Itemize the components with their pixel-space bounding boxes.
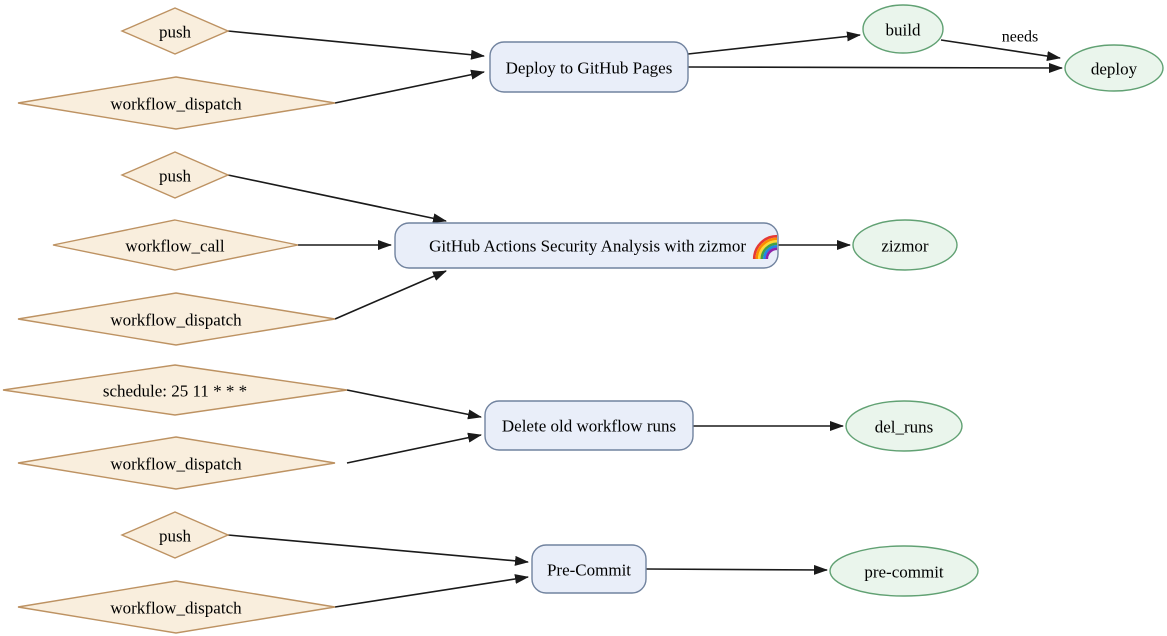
- cluster-pre-commit: push workflow_dispatch Pre-Commit pre-co…: [17, 511, 979, 634]
- workflow-precommit-shape: [531, 544, 647, 594]
- trigger-workflow-dispatch-label: workflow_dispatch: [110, 311, 242, 330]
- edges: [227, 30, 1063, 608]
- edge-label-needs: needs: [1002, 29, 1038, 46]
- job-precommit-shape: [829, 545, 979, 597]
- trigger-push-label: push: [159, 527, 192, 546]
- edge-c3-dispatch-to-workflow: [334, 574, 529, 608]
- trigger-workflow-dispatch-shape: [17, 292, 336, 346]
- workflow-precommit-label: Pre-Commit: [547, 561, 631, 580]
- edge-c1-dispatch-to-workflow: [334, 270, 447, 320]
- job-build-shape: [862, 4, 944, 54]
- job-precommit-label: pre-commit: [864, 563, 944, 582]
- workflow-delete-runs-label: Delete old workflow runs: [502, 417, 676, 436]
- rainbow-arc-green: [760, 242, 778, 260]
- trigger-workflow-dispatch-shape: [17, 436, 336, 490]
- rainbow-arc-purple: [765, 247, 778, 260]
- trigger-workflow-dispatch-shape: [17, 580, 336, 634]
- edge-c0-workflow-to-build: [687, 31, 861, 55]
- workflow-deploy-pages-label: Deploy to GitHub Pages: [506, 59, 673, 78]
- trigger-schedule-shape: [2, 364, 348, 416]
- workflow-zizmor-analysis-label: GitHub Actions Security Analysis with zi…: [429, 237, 746, 256]
- job-delruns-label: del_runs: [875, 418, 934, 437]
- rainbow-icon: [752, 234, 778, 260]
- trigger-push-label: push: [159, 23, 192, 42]
- trigger-push-label: push: [159, 167, 192, 186]
- edge-c0-build-to-deploy: [940, 39, 1061, 61]
- trigger-push-shape: [120, 7, 230, 55]
- trigger-workflow-call-shape: [52, 219, 299, 271]
- job-delruns-shape: [845, 400, 963, 452]
- job-build-label: build: [886, 21, 921, 40]
- edge-c1-push-to-workflow: [227, 174, 447, 224]
- trigger-schedule-label: schedule: 25 11 * * *: [103, 382, 247, 401]
- rainbow-arc-red: [752, 234, 778, 260]
- trigger-workflow-dispatch-label: workflow_dispatch: [110, 599, 242, 618]
- workflow-zizmor-analysis-shape: [394, 222, 779, 269]
- cluster-zizmor: push workflow_call workflow_dispatch Git…: [17, 151, 958, 346]
- job-deploy-shape: [1064, 44, 1164, 92]
- job-deploy-label: deploy: [1091, 60, 1138, 79]
- job-zizmor-label: zizmor: [881, 237, 929, 256]
- workflow-deploy-pages-shape: [489, 41, 689, 93]
- edge-c3-workflow-to-precommit: [645, 564, 828, 575]
- job-zizmor-shape: [852, 219, 958, 271]
- rainbow-arc-blue: [763, 245, 778, 260]
- edge-c0-dispatch-to-workflow: [334, 69, 485, 104]
- trigger-push-shape: [120, 511, 230, 559]
- workflow-delete-runs-shape: [484, 400, 694, 451]
- edge-c0-workflow-to-deploy: [687, 62, 1063, 73]
- trigger-workflow-dispatch-shape: [17, 76, 336, 130]
- trigger-workflow-call-label: workflow_call: [125, 237, 224, 256]
- trigger-workflow-dispatch-label: workflow_dispatch: [110, 95, 242, 114]
- edge-c3-push-to-workflow: [227, 534, 529, 566]
- rainbow-arc-orange: [755, 237, 778, 260]
- trigger-push-shape: [120, 151, 230, 199]
- cluster-deploy-github-pages: push workflow_dispatch Deploy to GitHub …: [17, 4, 1164, 130]
- edge-c0-push-to-workflow: [227, 30, 485, 60]
- trigger-workflow-dispatch-label: workflow_dispatch: [110, 455, 242, 474]
- edge-c2-dispatch-to-workflow: [346, 432, 482, 464]
- rainbow-arc-yellow: [758, 240, 778, 260]
- edge-c2-schedule-to-workflow: [346, 389, 482, 420]
- cluster-delete-old-runs: schedule: 25 11 * * * workflow_dispatch …: [2, 364, 963, 490]
